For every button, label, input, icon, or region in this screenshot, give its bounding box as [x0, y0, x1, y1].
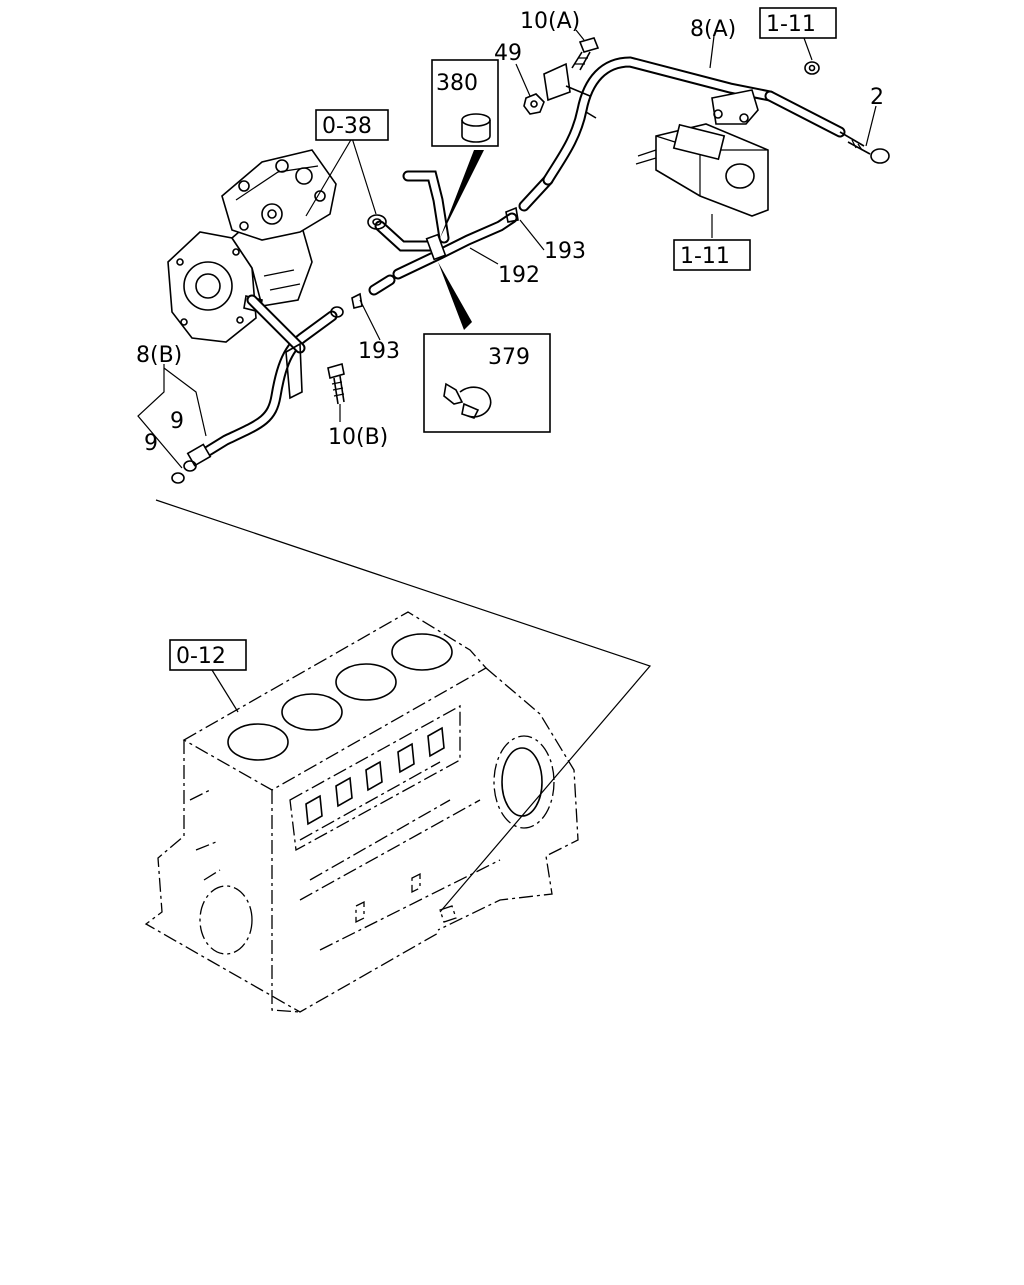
- air-compressor: [167, 149, 337, 343]
- detail-box-380: [431, 59, 499, 147]
- compressor-outlet-pipe: [367, 170, 450, 252]
- label-ref-compressor: 0-38: [322, 114, 372, 139]
- o-ring-upper: [183, 460, 197, 472]
- ref-box-compressor: [315, 109, 389, 141]
- dipstick: [839, 131, 890, 164]
- label-nut: 49: [494, 41, 522, 66]
- ref-box-bottom: [673, 239, 751, 271]
- ref-box-top: [759, 7, 837, 39]
- label-ref-reservoir-top: 1-11: [766, 12, 816, 37]
- label-clip-right: 193: [544, 239, 586, 264]
- bolt-b: [327, 362, 345, 405]
- ref-box-block: [169, 639, 247, 671]
- label-clip-left: 193: [358, 339, 400, 364]
- oil-pipe-b: [171, 294, 344, 484]
- oil-reservoir: [635, 123, 769, 217]
- o-ring-lower: [171, 472, 185, 484]
- rubber-hose: [351, 174, 554, 309]
- bolt-a: [571, 37, 600, 71]
- label-bolt-b: 10(B): [328, 425, 388, 450]
- label-ref-block: 0-12: [176, 644, 226, 669]
- label-hose: 192: [498, 263, 540, 288]
- nut-49: [523, 93, 545, 115]
- label-sleeve: 380: [436, 71, 478, 96]
- label-ref-reservoir-bottom: 1-11: [680, 244, 730, 269]
- cylinder-block: [144, 611, 579, 1013]
- label-bolt-a: 10(A): [520, 9, 580, 34]
- clamp-pointer: [438, 262, 472, 330]
- oil-pipe-a: [542, 56, 846, 186]
- label-o-ring-lower: 9: [144, 431, 158, 456]
- label-pipe-b: 8(B): [136, 343, 182, 368]
- label-o-ring-upper: 9: [170, 409, 184, 434]
- label-clamp: 379: [488, 345, 530, 370]
- callout-labels: 10(A) 8(A) 1-11 2 49 0-38 380 193 192 1-…: [136, 9, 884, 669]
- label-dipstick: 2: [870, 85, 884, 110]
- nut-reservoir: [804, 61, 820, 75]
- sleeve-pointer: [440, 150, 484, 238]
- detail-box-379: [423, 333, 551, 433]
- label-pipe-a: 8(A): [690, 17, 736, 42]
- leader-lines: [137, 29, 877, 913]
